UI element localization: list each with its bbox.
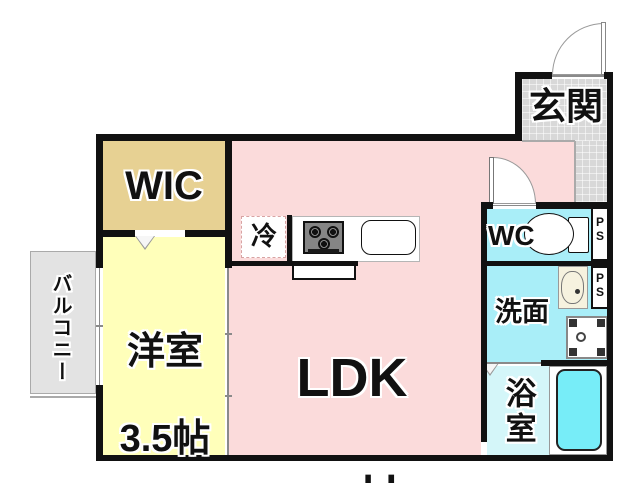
bathroom-label: 浴室 <box>500 377 536 447</box>
wic-label: WIC <box>125 164 203 208</box>
wall-wic-bottom-left <box>96 230 135 237</box>
bathroom-door-triangle-fill <box>482 363 498 374</box>
wall-wic-bottom-right <box>185 230 232 237</box>
wall-ldk-wet <box>481 202 487 442</box>
refrigerator <box>241 216 286 258</box>
balcony-window-line <box>98 268 100 385</box>
entrance-door-leaf <box>601 22 606 75</box>
hall-door-leaf <box>489 157 494 204</box>
bathroom-threshold <box>487 362 541 364</box>
entrance-ldk-boundary <box>574 141 576 202</box>
wall-wc-top-left <box>481 202 493 209</box>
ldk-label: LDK 10帖 <box>272 284 432 483</box>
balcony-window-tick <box>96 325 103 327</box>
wall-right <box>607 72 613 461</box>
vanity-faucet-dot <box>575 289 580 294</box>
ldk-name: LDK <box>296 347 408 408</box>
hall-door-threshold <box>493 204 536 206</box>
bathtub-icon <box>556 369 602 451</box>
wall-western-ldk <box>225 134 232 268</box>
balcony-label: バルコニー <box>49 272 71 383</box>
wall-left-lower <box>96 385 103 461</box>
wall-left-upper <box>96 134 103 268</box>
wall-kitchen-vertical <box>287 215 292 264</box>
refrigerator-label: 冷 <box>250 221 277 251</box>
wall-wc-washroom <box>481 261 613 266</box>
entrance-ldk-boundary-top <box>522 140 575 142</box>
pipe-space-lower-label: P S <box>595 271 604 299</box>
washing-machine-pan-icon <box>566 316 608 359</box>
balcony-floor <box>30 251 96 394</box>
wall-entrance-left <box>515 72 522 141</box>
wall-top-main <box>96 134 522 141</box>
balcony-outer-line <box>30 396 96 398</box>
gas-stove-icon <box>303 221 344 254</box>
entrance-door-swing <box>552 23 604 75</box>
sliding-door-line <box>227 268 229 455</box>
wall-wc-top-right <box>536 202 613 209</box>
ldk-size: 10帖 <box>295 473 409 483</box>
pipe-space-upper-label: P S <box>595 215 604 243</box>
wall-entrance-top-left <box>515 72 552 79</box>
wall-kitchen-horizontal <box>228 261 358 266</box>
entrance-floor <box>522 79 607 141</box>
western-room-label: 洋室 3.5帖 <box>100 287 230 462</box>
entrance-threshold-line <box>552 75 604 77</box>
sliding-door-tick-1 <box>225 333 232 335</box>
wall-washroom-bathroom <box>541 360 613 366</box>
entrance-label: 玄関 <box>529 86 603 127</box>
kitchen-sink-icon <box>361 220 416 255</box>
toilet-icon <box>524 213 574 255</box>
washroom-label: 洗面 <box>495 297 549 327</box>
sliding-door-tick-2 <box>225 395 232 397</box>
western-room-floor <box>103 237 225 455</box>
western-room-size: 3.5帖 <box>119 418 211 461</box>
vanity-sink-icon <box>561 271 584 304</box>
toilet-label: WC <box>488 220 535 251</box>
western-room-name: 洋室 <box>126 330 203 373</box>
wic-floor <box>103 141 225 230</box>
wall-bottom <box>96 455 613 461</box>
entrance-floor-lower <box>575 141 607 202</box>
